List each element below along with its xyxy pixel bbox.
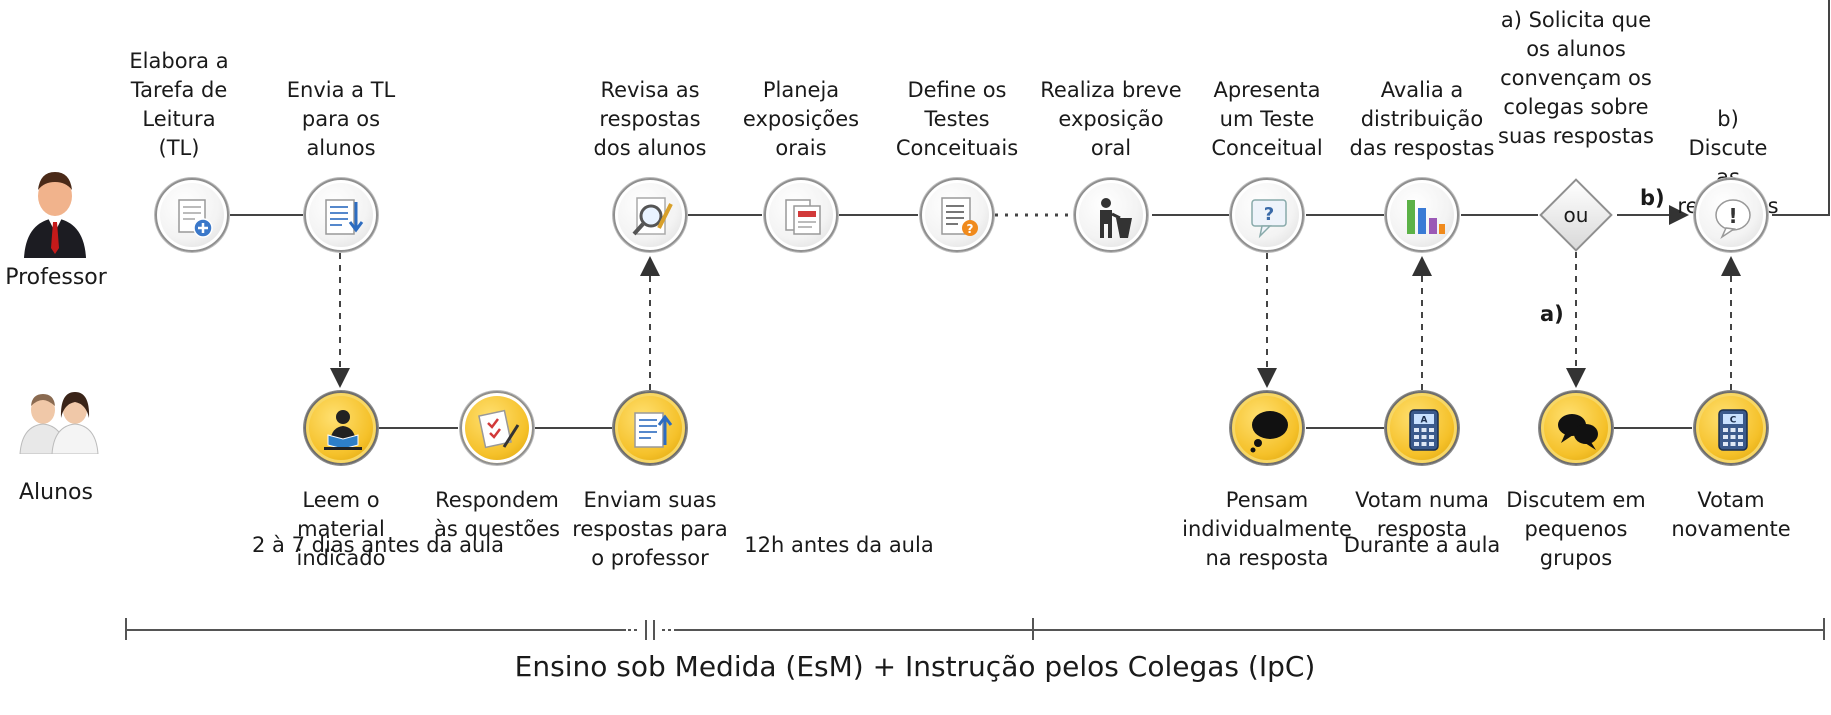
student-step-5-node: A <box>1385 391 1459 465</box>
professor-step-9-label: a) Solicita que os alunos convençam os c… <box>1498 8 1654 148</box>
slides-plan-icon <box>785 199 821 235</box>
professor-step-1-label: Elabora a Tarefa de Leitura (TL) <box>129 49 229 160</box>
professor-step-7-node: ? <box>1230 178 1304 252</box>
question-bubble-icon: ? <box>1251 199 1287 239</box>
phase-12h-before: 12h antes da aula <box>744 533 934 557</box>
professor-avatar <box>18 160 92 260</box>
svg-text:!: ! <box>1728 204 1737 228</box>
student-step-3-label: Enviam suas respostas para o professor <box>572 488 728 570</box>
phase-before-class: 2 à 7 dias antes da aula <box>252 533 504 557</box>
document-send-icon <box>325 199 364 235</box>
professor-step-8-node <box>1385 178 1459 252</box>
edge-label-a: a) <box>1540 302 1564 326</box>
professor-step-1-node <box>155 178 229 252</box>
students-label: Alunos <box>19 480 93 505</box>
professor-step-7-label: Apresenta um Teste Conceitual <box>1211 78 1323 160</box>
clicker-letter-c: C <box>1730 416 1737 426</box>
document-add-icon <box>178 199 213 238</box>
student-step-7-node: C <box>1694 391 1768 465</box>
edge-label-b: b) <box>1640 186 1665 210</box>
professor-step-10-node: ! <box>1694 178 1768 252</box>
professor-step-8-label: Avalia a distribuição das respostas <box>1349 78 1495 160</box>
diagram-caption: Ensino sob Medida (EsM) + Instrução pelo… <box>514 650 1316 683</box>
professor-step-2-label: Envia a TL para os alunos <box>286 78 396 160</box>
reader-icon <box>324 410 362 450</box>
thought-bubble-icon <box>1250 411 1288 453</box>
student-step-4-label: Pensam individualmente na resposta <box>1182 488 1352 570</box>
magnifier-review-icon <box>632 197 673 236</box>
student-step-5-label: Votam numa resposta <box>1355 488 1489 541</box>
document-upload-icon <box>634 412 673 448</box>
student-step-1-label: Leem o material indicado <box>296 488 386 570</box>
student-step-6-label: Discutem em pequenos grupos <box>1506 488 1646 570</box>
student-step-6-node <box>1539 391 1613 465</box>
professor-step-5-node: ? <box>920 178 994 252</box>
lecturer-podium-icon <box>1100 198 1132 238</box>
svg-text:?: ? <box>967 222 974 236</box>
student-step-3-node <box>613 391 687 465</box>
professor-step-5-label: Define os Testes Conceituais <box>895 78 1019 160</box>
discussion-bubbles-icon <box>1558 414 1598 450</box>
professor-label: Professor <box>5 265 107 290</box>
student-step-2-label: Respondem às questões <box>434 488 560 541</box>
student-step-2-node <box>460 391 534 465</box>
exclamation-bubble-icon: ! <box>1715 199 1751 240</box>
professor-step-3-label: Revisa as respostas dos alunos <box>593 78 707 160</box>
test-list-icon: ? <box>941 197 978 236</box>
phase-during-class: Durante a aula <box>1343 533 1501 557</box>
professor-step-4-label: Planeja exposições orais <box>742 78 860 160</box>
decision-or-text: ou <box>1563 203 1589 227</box>
professor-step-3-node <box>613 178 687 252</box>
bar-chart-icon <box>1407 200 1445 234</box>
svg-text:?: ? <box>1264 204 1274 225</box>
students-avatar <box>18 388 100 455</box>
student-step-4-node <box>1230 391 1304 465</box>
clicker-letter-a: A <box>1421 416 1428 426</box>
professor-step-6-node <box>1074 178 1148 252</box>
professor-step-6-label: Realiza breve exposição oral <box>1040 78 1182 160</box>
student-step-1-node <box>304 391 378 465</box>
clicker-a-icon: A <box>1409 409 1439 451</box>
professor-step-4-node <box>764 178 838 252</box>
professor-step-2-node <box>304 178 378 252</box>
clicker-c-icon: C <box>1718 409 1748 451</box>
student-step-7-label: Votam novamente <box>1671 488 1791 541</box>
answer-sheet-icon <box>478 409 520 449</box>
